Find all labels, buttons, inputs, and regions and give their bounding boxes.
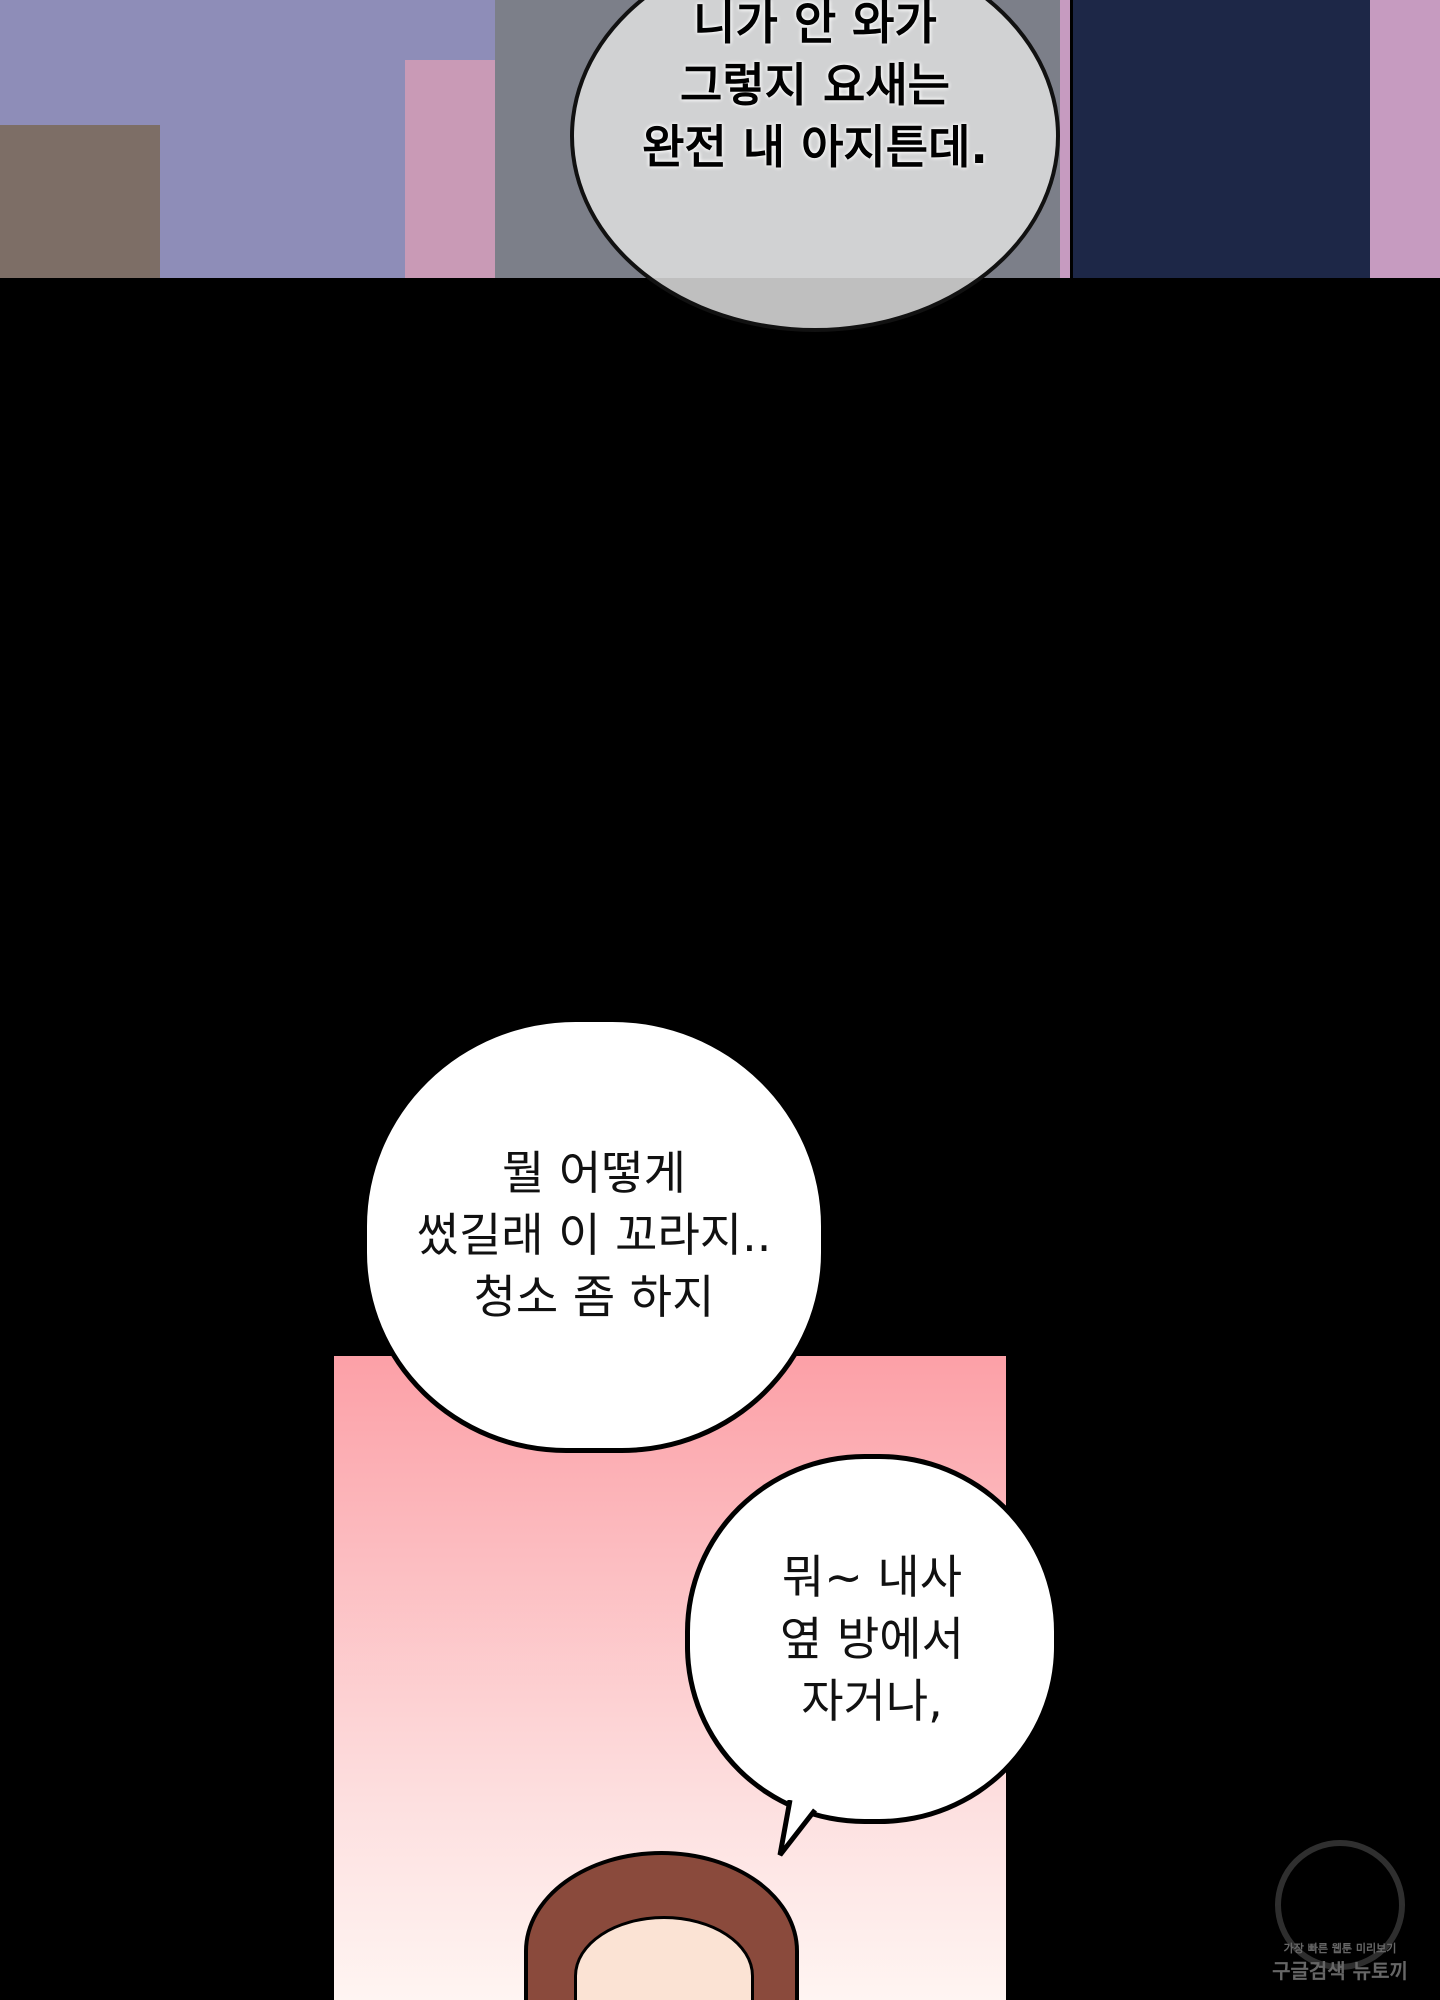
watermark-text-1: 가장 빠른 웹툰 미리보기	[1283, 1942, 1397, 1955]
speech-bubble-1: 니가 안 와가 그렇지 요새는 완전 내 아지튼데.	[570, 0, 1060, 332]
speech-bubble-2: 뭘 어떻게 썼길래 이 꼬라지.. 청소 좀 하지	[362, 1017, 826, 1453]
bubble-line: 뭘 어떻게	[502, 1146, 686, 1200]
watermark-circle	[1275, 1840, 1405, 1970]
bubble-line: 그렇지 요새는	[680, 58, 950, 112]
bubble-line: 뭐~ 내사	[781, 1550, 963, 1604]
bubble-line: 옆 방에서	[780, 1612, 964, 1666]
bubble-tail	[777, 1800, 817, 1857]
background-wall	[405, 60, 495, 278]
speech-bubble-3: 뭐~ 내사 옆 방에서 자거나,	[685, 1454, 1059, 1824]
character-right-dark-coat	[1070, 0, 1370, 278]
bubble-line: 청소 좀 하지	[473, 1270, 715, 1324]
bubble-line: 자거나,	[801, 1674, 943, 1728]
bubble-line: 완전 내 아지튼데.	[642, 120, 988, 174]
wooden-box	[0, 125, 160, 278]
bubble-line: 썼길래 이 꼬라지..	[416, 1208, 772, 1262]
watermark-text-2: 구글검색 뉴토끼	[1272, 1959, 1408, 1983]
watermark-logo: 가장 빠른 웹툰 미리보기 구글검색 뉴토끼	[1255, 1800, 1425, 1990]
bubble-line: 니가 안 와가	[693, 0, 937, 50]
